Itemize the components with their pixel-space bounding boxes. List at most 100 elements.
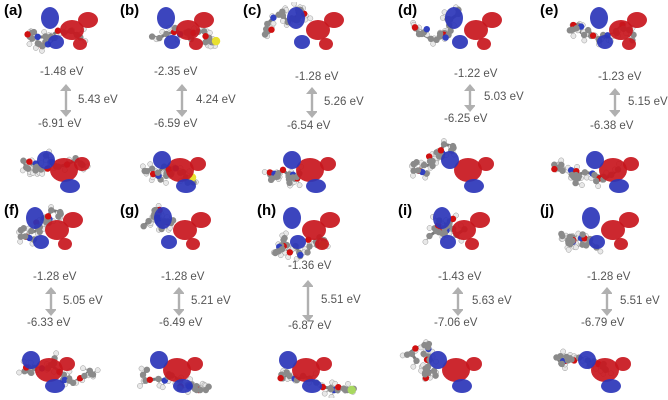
band-gap-value: 5.43 eV (78, 93, 118, 106)
carbon-atom (557, 352, 564, 360)
orbital-lobes (586, 151, 639, 193)
carbon-atom (559, 167, 566, 174)
oxygen-atom (277, 374, 284, 382)
lumo-molecule (422, 207, 490, 250)
negative-orbital-lobe (26, 207, 44, 229)
lumo-energy: -2.35 eV (154, 66, 198, 78)
oxygen-atom (412, 345, 419, 352)
negative-orbital-lobe (33, 235, 49, 249)
hydrogen-atom (328, 394, 335, 398)
oxygen-atom (335, 383, 342, 391)
panel-label: (e) (540, 2, 559, 19)
panel-label: (f) (4, 202, 19, 219)
positive-orbital-lobe (319, 38, 333, 50)
orbital-lobes (429, 351, 482, 393)
positive-orbital-lobe (60, 20, 84, 40)
carbon-atom (572, 179, 579, 187)
carbon-atom (421, 369, 429, 376)
lumo-energy: -1.23 eV (598, 71, 642, 83)
hydrogen-atom (80, 365, 86, 372)
band-gap-value: 5.05 eV (63, 294, 103, 307)
carbon-atom (403, 351, 411, 358)
positive-orbital-lobe (176, 20, 200, 40)
homo-energy: -7.06 eV (434, 317, 478, 329)
molecule-structure (399, 339, 439, 382)
homo-molecule (551, 151, 639, 193)
carbon-atom (572, 171, 580, 179)
negative-orbital-lobe (173, 379, 193, 393)
positive-orbital-lobe (59, 357, 75, 371)
hydrogen-atom (94, 367, 101, 374)
carbon-atom (148, 33, 156, 40)
negative-orbital-lobe (161, 235, 177, 249)
carbon-atom (27, 369, 35, 376)
carbon-atom (581, 169, 589, 176)
carbon-atom (413, 357, 420, 365)
positive-orbital-lobe (627, 12, 647, 28)
positive-orbital-lobe (173, 220, 197, 240)
carbon-atom (440, 141, 448, 148)
negative-orbital-lobe (433, 207, 451, 229)
positive-orbital-lobe (482, 12, 502, 28)
orbital-lobes (37, 151, 90, 193)
band-gap-value: 5.63 eV (472, 294, 512, 307)
carbon-atom (89, 371, 97, 378)
positive-orbital-lobe (45, 220, 69, 240)
positive-orbital-lobe (302, 220, 326, 240)
energy-gap-arrow (45, 287, 56, 316)
oxygen-atom (589, 32, 597, 39)
homo-molecule (16, 350, 101, 393)
carbon-atom (424, 343, 432, 351)
homo-molecule (140, 151, 206, 193)
orbital-lobes (441, 151, 494, 193)
positive-orbital-lobe (189, 38, 203, 50)
hydrogen-atom (570, 33, 577, 39)
orbital-lobes (157, 7, 214, 50)
homo-energy: -6.33 eV (27, 317, 71, 329)
carbon-atom (568, 356, 575, 363)
positive-orbital-lobe (194, 12, 214, 28)
hydrogen-atom (410, 172, 416, 179)
oxygen-atom (26, 158, 33, 165)
oxygen-atom (437, 147, 445, 154)
hydrogen-atom (138, 365, 145, 372)
carbon-atom (279, 12, 287, 19)
negative-orbital-lobe (429, 351, 447, 369)
lumo-molecule (270, 207, 340, 262)
oxygen-atom (551, 165, 558, 173)
carbon-atom (414, 167, 422, 174)
orbital-lobes (153, 151, 206, 193)
carbon-atom (81, 372, 88, 380)
carbon-atom (286, 179, 293, 187)
hydrogen-atom (163, 179, 169, 186)
carbon-atom (427, 35, 435, 43)
molecule-structure (261, 163, 305, 189)
carbon-atom (426, 232, 433, 240)
homo-molecule (408, 138, 494, 193)
homo-molecule (137, 351, 212, 395)
oxygen-atom (54, 27, 62, 34)
positive-orbital-lobe (601, 220, 625, 240)
negative-orbital-lobe (283, 151, 301, 169)
oxygen-atom (44, 213, 52, 220)
energy-gap-arrow (173, 287, 184, 316)
positive-orbital-lobe (296, 158, 324, 182)
lumo-energy: -1.28 eV (295, 71, 339, 83)
band-gap-value: 5.21 eV (191, 294, 231, 307)
nitrogen-atom (34, 33, 41, 41)
carbon-atom (148, 165, 156, 172)
positive-orbital-lobe (63, 212, 83, 228)
orbital-lobes (445, 7, 502, 50)
carbon-atom (145, 217, 152, 225)
carbon-atom (304, 249, 311, 256)
hydrogen-atom (26, 41, 33, 47)
carbon-atom (559, 232, 566, 240)
orbital-lobes (590, 7, 647, 50)
band-gap-value: 4.24 eV (196, 93, 236, 106)
positive-orbital-lobe (442, 358, 470, 382)
band-gap-value: 5.15 eV (628, 95, 668, 108)
energy-gap-arrow (452, 287, 463, 316)
